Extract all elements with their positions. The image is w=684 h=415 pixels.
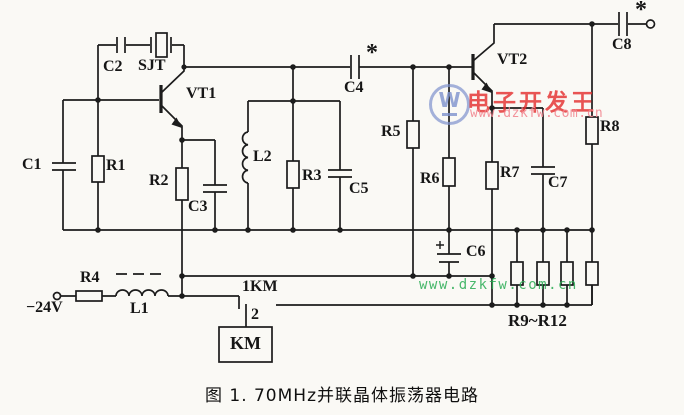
supply-terminal (52, 291, 62, 301)
label-vt1: VT1 (186, 85, 217, 102)
label-r1: R1 (106, 157, 126, 174)
resistor-r4 (75, 290, 103, 302)
capacitor-c5 (328, 169, 352, 178)
label-resistor-bank: R9~R12 (508, 311, 567, 330)
label-star-c8: * (635, 0, 647, 23)
label-c2: C2 (103, 58, 123, 75)
emitter-net-wires (492, 107, 544, 230)
capacitor-c3-leads (182, 139, 216, 230)
label-r2: R2 (149, 172, 169, 189)
capacitor-c7 (531, 166, 555, 175)
label-km-box: KM (230, 333, 261, 353)
label-r3: R3 (302, 167, 322, 184)
label-vt2: VT2 (497, 51, 528, 68)
km-box (218, 326, 273, 363)
vt2-emitter (472, 71, 493, 108)
capacitor-c2 (116, 37, 126, 53)
label-l1: L1 (130, 300, 149, 317)
resistor-r7 (485, 161, 499, 190)
resistor-r10 (536, 261, 550, 286)
vt1-emitter-arrow (171, 117, 182, 128)
resistor-r5 (406, 120, 420, 149)
crystal-plates (150, 37, 172, 53)
watermark-url-bottom: www.dzkfw.com.cn (419, 277, 578, 293)
capacitor-c1 (52, 162, 76, 171)
output-terminal (645, 19, 656, 29)
label-c1: C1 (22, 156, 42, 173)
label-r8: R8 (600, 118, 620, 135)
inductor-l1 (115, 289, 169, 297)
label-sjt: SJT (138, 57, 166, 74)
label-star-c4: * (366, 40, 378, 66)
capacitor-c8 (618, 12, 628, 36)
resistor-r9 (510, 261, 524, 286)
junction-dots (95, 21, 595, 308)
label-relay-contact: 1KM (242, 278, 278, 295)
capacitor-c6 (437, 253, 461, 263)
vt1-emitter (160, 104, 183, 140)
base-network-wire (62, 45, 159, 230)
label-c8: C8 (612, 36, 632, 53)
watermark-url: www.dzkfw.com.cn (470, 106, 604, 121)
label-l2: L2 (253, 148, 272, 165)
crystal-body (155, 32, 168, 58)
label-r6: R6 (420, 170, 440, 187)
label-r5: R5 (381, 123, 401, 140)
wires (52, 12, 656, 363)
vt2-collector (472, 24, 495, 62)
label-c7: C7 (548, 174, 568, 191)
label-r4: R4 (80, 269, 100, 286)
label-c4: C4 (344, 79, 364, 96)
label-relay-terminal: 2 (251, 306, 259, 323)
capacitor-c3 (203, 184, 227, 193)
label-c5: C5 (349, 180, 369, 197)
vt2-emitter-arrow (481, 82, 492, 93)
inductor-l2 (241, 131, 249, 184)
crystal-branch-wire (98, 44, 185, 67)
resistor-r2 (175, 167, 189, 201)
watermark-logo: W (429, 84, 470, 125)
capacitor-c4 (350, 55, 360, 79)
watermark-logo-bar (442, 113, 457, 116)
figure-caption: 图 1. 70MHz并联晶体振荡器电路 (204, 386, 480, 406)
label-r7: R7 (500, 164, 520, 181)
resistor-r6 (442, 157, 456, 187)
label-c3: C3 (188, 198, 208, 215)
c6-plus-sign (436, 241, 444, 249)
resistor-r8 (585, 116, 599, 145)
resistor-r12 (585, 261, 599, 286)
watermark-logo-letter: W (438, 88, 461, 112)
resistor-r1 (91, 155, 105, 183)
watermark-brand: 电子开发王 (467, 90, 597, 116)
relay-contact-wires (182, 285, 593, 327)
label-supply-voltage: −24V (26, 299, 63, 316)
resistor-r3 (286, 160, 300, 189)
resistor-r11 (560, 261, 574, 286)
label-c6: C6 (466, 243, 486, 260)
